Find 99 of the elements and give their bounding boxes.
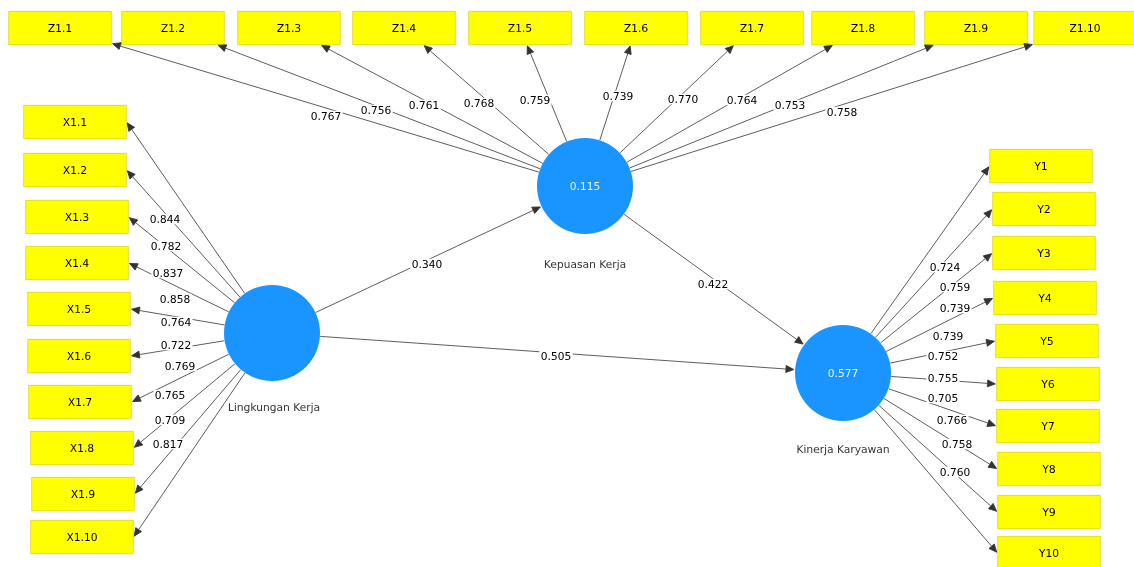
arrow xyxy=(217,44,541,170)
indicator-box: Z1.8 xyxy=(811,11,915,45)
arrow xyxy=(423,45,550,155)
edge-label: 0.340 xyxy=(410,258,444,270)
indicator-box: Z1.4 xyxy=(352,11,456,45)
indicator-box: X1.2 xyxy=(23,153,127,187)
arrow xyxy=(131,340,225,359)
arrow xyxy=(880,253,992,344)
arrow xyxy=(630,43,1033,172)
indicator-box: Y1 xyxy=(989,149,1093,183)
arrow xyxy=(619,45,734,154)
indicator-box: X1.10 xyxy=(30,520,134,554)
indicator-box: Y4 xyxy=(993,281,1097,315)
arrow xyxy=(629,44,934,169)
edge-label: 0.858 xyxy=(158,293,192,305)
indicator-box: Y3 xyxy=(992,236,1096,270)
arrow xyxy=(626,45,833,163)
indicator-box: Z1.3 xyxy=(237,11,341,45)
arrow xyxy=(874,409,998,553)
arrow xyxy=(132,353,230,402)
edge-label: 0.724 xyxy=(928,261,962,273)
indicator-box: X1.4 xyxy=(25,246,129,280)
edge-label: 0.722 xyxy=(159,339,193,351)
arrow xyxy=(131,306,225,326)
arrow xyxy=(126,122,245,294)
arrow xyxy=(112,42,540,173)
edge-label: 0.768 xyxy=(462,97,496,109)
edge-label: 0.782 xyxy=(149,240,183,252)
arrow xyxy=(885,298,993,352)
arrow xyxy=(321,45,543,164)
edge-label: 0.769 xyxy=(163,360,197,372)
arrow xyxy=(623,213,804,345)
edge-label: 0.765 xyxy=(153,389,187,401)
arrow xyxy=(129,263,230,313)
indicator-box: X1.7 xyxy=(28,385,132,419)
edge-label: 0.767 xyxy=(309,110,343,122)
arrow xyxy=(875,209,993,338)
indicator-box: Z1.5 xyxy=(468,11,572,45)
indicator-box: Y5 xyxy=(995,324,1099,358)
arrow xyxy=(599,45,632,141)
edge-label: 0.764 xyxy=(159,316,193,328)
indicator-box: Y9 xyxy=(997,495,1101,529)
arrow xyxy=(315,206,541,313)
edge-label: 0.752 xyxy=(926,350,960,362)
edge-label: 0.755 xyxy=(926,372,960,384)
arrow xyxy=(526,45,568,142)
construct-label: Kepuasan Kerja xyxy=(544,259,626,271)
arrow xyxy=(889,339,995,364)
edge-label: 0.756 xyxy=(359,104,393,116)
construct-label: Kinerja Karyawan xyxy=(797,444,889,456)
indicator-box: X1.6 xyxy=(27,339,131,373)
indicator-box: X1.1 xyxy=(23,105,127,139)
indicator-box: Z1.10 xyxy=(1033,11,1134,45)
arrow xyxy=(126,170,241,298)
indicator-box: Y8 xyxy=(997,452,1101,486)
edge-label: 0.837 xyxy=(151,267,185,279)
indicator-box: Z1.9 xyxy=(924,11,1028,45)
arrow xyxy=(133,372,246,537)
arrow xyxy=(129,217,235,304)
arrow xyxy=(134,369,242,494)
indicator-box: Z1.7 xyxy=(700,11,804,45)
latent-variable-circle xyxy=(224,285,320,381)
arrow xyxy=(878,404,998,512)
arrow xyxy=(888,388,996,427)
edge-label: 0.739 xyxy=(601,90,635,102)
indicator-box: Y2 xyxy=(992,192,1096,226)
edge-label: 0.759 xyxy=(518,94,552,106)
edge-label: 0.844 xyxy=(148,213,182,225)
edge-label: 0.758 xyxy=(825,106,859,118)
arrow xyxy=(883,398,997,469)
edge-label: 0.739 xyxy=(938,302,972,314)
edge-label: 0.739 xyxy=(931,330,965,342)
edge-label: 0.422 xyxy=(696,278,730,290)
arrow xyxy=(319,336,795,373)
edge-label: 0.770 xyxy=(666,93,700,105)
indicator-box: Z1.6 xyxy=(584,11,688,45)
indicator-box: X1.5 xyxy=(27,292,131,326)
arrow xyxy=(134,363,236,448)
edge-label: 0.764 xyxy=(725,94,759,106)
edge-label: 0.817 xyxy=(151,438,185,450)
indicator-box: Z1.2 xyxy=(121,11,225,45)
indicator-box: Y10 xyxy=(997,536,1101,567)
edge-label: 0.705 xyxy=(926,392,960,404)
edge-label: 0.766 xyxy=(935,414,969,426)
edge-label: 0.709 xyxy=(153,414,187,426)
edge-label: 0.505 xyxy=(539,350,573,362)
edge-label: 0.761 xyxy=(407,99,441,111)
indicator-box: Y7 xyxy=(996,409,1100,443)
indicator-box: X1.8 xyxy=(30,431,134,465)
indicator-box: Z1.1 xyxy=(8,11,112,45)
edge-label: 0.760 xyxy=(938,466,972,478)
arrow xyxy=(870,166,990,334)
edge-label: 0.753 xyxy=(773,99,807,111)
edge-label: 0.758 xyxy=(940,438,974,450)
indicator-box: X1.9 xyxy=(31,477,135,511)
edge-label: 0.759 xyxy=(938,281,972,293)
construct-label: Lingkungan Kerja xyxy=(228,402,320,414)
indicator-box: X1.3 xyxy=(25,200,129,234)
indicator-box: Y6 xyxy=(996,367,1100,401)
